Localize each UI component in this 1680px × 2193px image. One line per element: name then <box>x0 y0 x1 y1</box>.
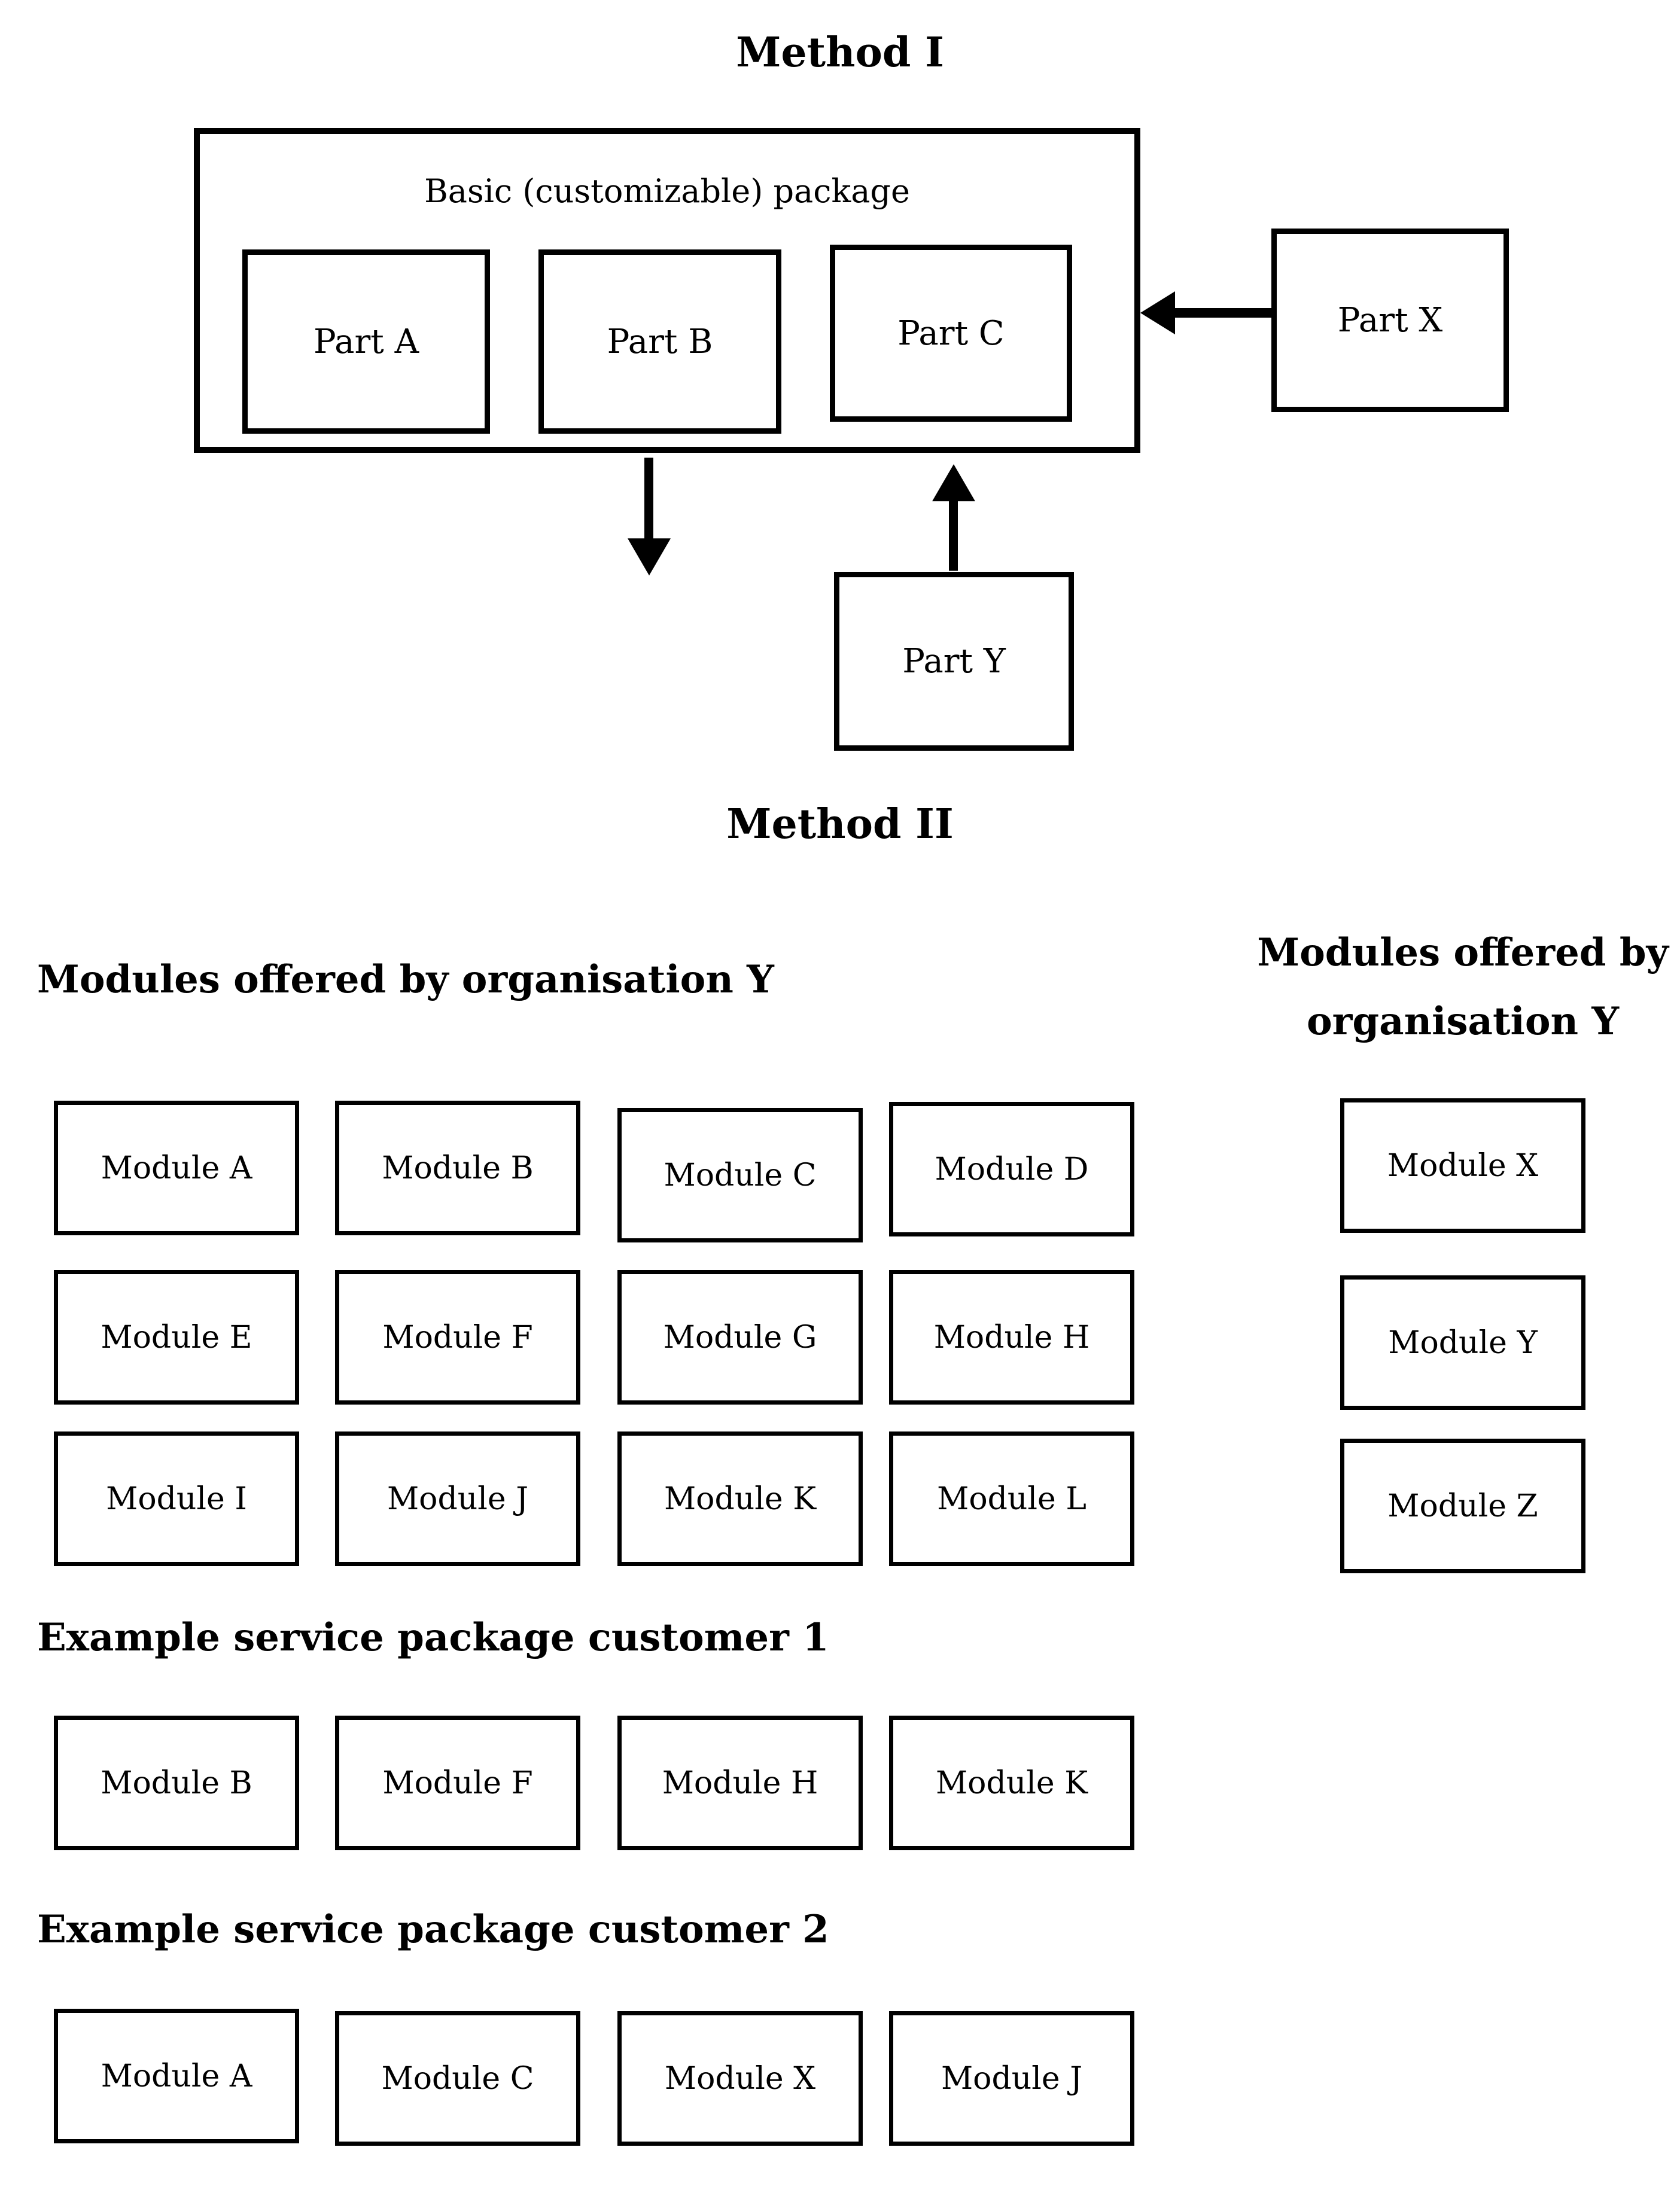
customer1-module-f-box: Module F <box>335 1716 580 1850</box>
module-c-label: Module C <box>664 1157 817 1193</box>
part-a-label: Part A <box>313 322 419 361</box>
customer2-module-x-label: Module X <box>664 2060 816 2097</box>
module-k-label: Module K <box>664 1481 817 1517</box>
part-c-box: Part C <box>830 245 1072 422</box>
customer1-module-k-box: Module K <box>889 1716 1134 1850</box>
module-x-label: Module X <box>1387 1147 1539 1184</box>
customer1-module-b-box: Module B <box>54 1716 299 1850</box>
right-heading-line-2: organisation Y <box>1306 999 1620 1044</box>
arrow-left-shaft <box>1173 308 1271 318</box>
module-f-label: Module F <box>382 1319 533 1356</box>
module-i-label: Module I <box>106 1481 247 1517</box>
customer2-module-x-box: Module X <box>617 2011 863 2146</box>
arrow-up-shaft <box>949 498 958 571</box>
module-x-box: Module X <box>1340 1098 1585 1233</box>
modules-offered-left-heading: Modules offered by organisation Y <box>37 957 774 1002</box>
module-b-box: Module B <box>335 1101 580 1235</box>
module-h-label: Module H <box>933 1319 1090 1356</box>
module-i-box: Module I <box>54 1431 299 1566</box>
arrow-down-shaft <box>644 458 653 541</box>
customer1-module-b-label: Module B <box>101 1765 252 1801</box>
customer1-module-k-label: Module K <box>935 1765 1088 1801</box>
module-d-label: Module D <box>935 1151 1089 1187</box>
module-g-box: Module G <box>617 1270 863 1405</box>
module-j-box: Module J <box>335 1431 580 1566</box>
customer2-module-a-box: Module A <box>54 2009 299 2143</box>
module-h-box: Module H <box>889 1270 1134 1405</box>
modules-offered-right-heading: Modules offered by organisation Y <box>1256 918 1669 1056</box>
module-y-box: Module Y <box>1340 1275 1585 1410</box>
method-2-title: Method II <box>726 800 954 848</box>
part-b-box: Part B <box>538 249 781 434</box>
method-1-title: Method I <box>736 29 944 77</box>
customer2-module-c-label: Module C <box>381 2060 534 2097</box>
customer1-module-f-label: Module F <box>382 1765 533 1801</box>
module-d-box: Module D <box>889 1102 1134 1236</box>
arrow-up-head-icon <box>932 464 975 501</box>
customer1-module-h-label: Module H <box>662 1765 818 1801</box>
customer2-module-j-label: Module J <box>941 2060 1083 2097</box>
module-j-label: Module J <box>386 1481 529 1517</box>
module-c-box: Module C <box>617 1108 863 1242</box>
module-l-box: Module L <box>889 1431 1134 1566</box>
arrow-left-head-icon <box>1140 291 1175 334</box>
module-b-label: Module B <box>382 1150 534 1186</box>
part-x-label: Part X <box>1337 301 1443 340</box>
arrow-down-head-icon <box>628 538 671 575</box>
part-y-label: Part Y <box>902 642 1006 681</box>
customer2-module-c-box: Module C <box>335 2011 580 2146</box>
module-k-box: Module K <box>617 1431 863 1566</box>
customer2-module-a-label: Module A <box>101 2058 252 2094</box>
basic-package-label: Basic (customizable) package <box>424 172 910 210</box>
module-e-label: Module E <box>101 1319 252 1356</box>
part-c-label: Part C <box>897 313 1005 353</box>
part-y-box: Part Y <box>834 572 1074 751</box>
part-a-box: Part A <box>242 249 490 434</box>
customer-2-heading: Example service package customer 2 <box>37 1907 829 1952</box>
module-z-label: Module Z <box>1387 1488 1538 1524</box>
customer1-module-h-box: Module H <box>617 1716 863 1850</box>
module-a-label: Module A <box>101 1150 252 1186</box>
part-x-box: Part X <box>1271 229 1509 412</box>
part-b-label: Part B <box>607 322 713 361</box>
right-heading-line-1: Modules offered by <box>1257 930 1669 975</box>
customer-1-heading: Example service package customer 1 <box>37 1615 829 1660</box>
module-a-box: Module A <box>54 1101 299 1235</box>
module-g-label: Module G <box>663 1319 817 1356</box>
module-l-label: Module L <box>937 1481 1086 1517</box>
customer2-module-j-box: Module J <box>889 2011 1134 2146</box>
module-z-box: Module Z <box>1340 1439 1585 1573</box>
module-y-label: Module Y <box>1388 1324 1538 1361</box>
module-f-box: Module F <box>335 1270 580 1405</box>
module-e-box: Module E <box>54 1270 299 1405</box>
